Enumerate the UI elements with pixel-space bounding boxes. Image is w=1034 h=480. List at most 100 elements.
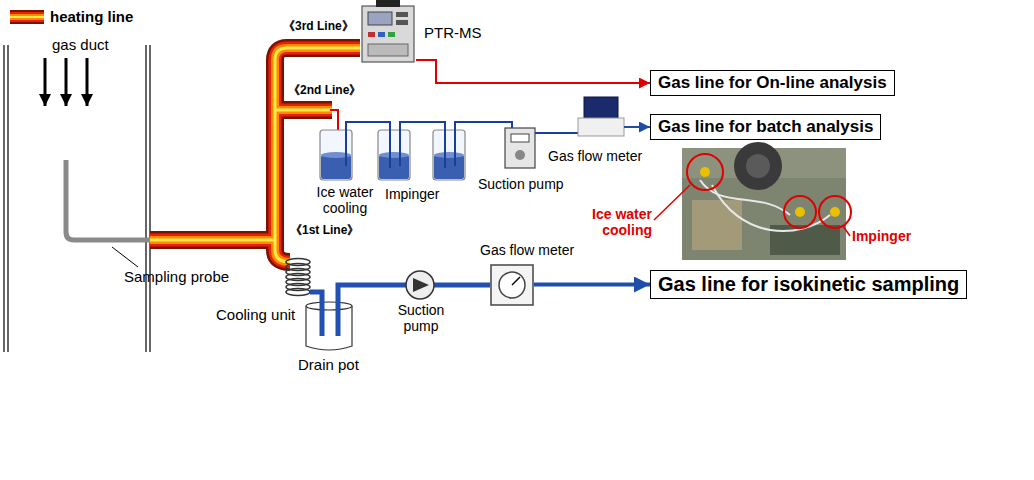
duct-wall: [4, 45, 150, 352]
flow-meter-icon-part: [578, 118, 624, 136]
sample-tube-part: [535, 132, 580, 134]
photo-part: [700, 167, 710, 177]
impinger-vessel: [320, 130, 465, 180]
photo-callout: Ice water cooling: [592, 206, 652, 238]
suction-pump-icon-part: [515, 150, 525, 160]
photo-part: [692, 200, 742, 250]
ptr-ms-instrument-part: [378, 32, 385, 37]
flow-arrow-part: [44, 58, 47, 106]
impinger-vessel-part: [379, 155, 409, 179]
heating-line-part: [150, 48, 360, 262]
ptr-ms-instrument-part: [388, 32, 395, 37]
output-box: Gas line for On-line analysis: [650, 70, 895, 96]
photo-part: [746, 154, 770, 178]
ptr-ms-instrument-part: [362, 6, 414, 62]
legend-text: heating line: [50, 8, 133, 25]
highlight-circle-part: [784, 196, 816, 228]
flow-meter-icon: Gas flow meter: [578, 96, 624, 138]
flow-arrow: [45, 58, 87, 106]
sampling-probe-part: [112, 247, 138, 267]
impinger-train: [320, 110, 580, 180]
impinger-vessel-part: [379, 152, 409, 158]
flow-meter-icon-part: [512, 277, 520, 285]
line-label: 《1st Line》: [290, 224, 359, 238]
photo-part: [795, 207, 805, 217]
photo-part: [712, 185, 830, 231]
heating-line: [150, 48, 360, 262]
flow-arrow-part: [86, 58, 89, 106]
line-label: 《2nd Line》: [288, 84, 361, 98]
box-label: Gas line for isokinetic sampling: [658, 273, 959, 296]
legend-line-sample-part: [10, 16, 44, 18]
output-box: Gas line for isokinetic sampling: [650, 270, 967, 299]
device-label: Gas flow meter: [548, 148, 642, 164]
suction-pump-icon-part: [406, 271, 434, 299]
photo-part: [734, 142, 782, 190]
sample-tube-part: [310, 292, 322, 336]
photo: [654, 142, 851, 260]
photo-part: [770, 225, 840, 255]
sampling-probe-part: [66, 160, 152, 240]
impinger-vessel-part: [378, 130, 410, 180]
flow-arrow: [416, 60, 650, 83]
box-label: Gas line for On-line analysis: [658, 73, 887, 93]
part-label: Sampling probe: [124, 268, 229, 285]
drain-pot-icon: [306, 302, 352, 350]
suction-pump-icon-part: [511, 134, 529, 142]
impinger-vessel-part: [434, 155, 464, 179]
legend-line-sample-part: [10, 10, 44, 24]
part-label: Ice water cooling: [312, 184, 378, 216]
sample-tube-part: [338, 285, 407, 336]
ptr-ms-instrument-part: [396, 12, 408, 17]
leader-line: [654, 185, 690, 220]
suction-pump-icon: [406, 271, 434, 299]
line-label: 《3rd Line》: [283, 20, 354, 34]
suction-pump-icon-part: [413, 278, 429, 292]
highlight-circle-part: [687, 154, 723, 190]
sample-tube-part: [400, 122, 445, 168]
output-box: Gas line for batch analysis: [650, 114, 881, 140]
device-label: Gas flow meter: [480, 242, 574, 258]
suction-pump-icon-part: [505, 128, 535, 168]
drain-pot-icon-part: [306, 302, 352, 310]
heating-line-part: [150, 48, 360, 262]
legend-line-sample-part: [10, 14, 44, 20]
flow-meter-icon-part: [491, 265, 533, 305]
highlight-circle-part: [819, 196, 851, 228]
duct-wall-part: [7, 45, 8, 352]
legend-item: heating line: [50, 8, 133, 25]
part-label: Suction pump: [392, 302, 450, 334]
part-label: Impinger: [385, 186, 439, 202]
sampling-probe: [66, 160, 152, 267]
flow-meter-icon: [578, 97, 624, 136]
part-label: Drain pot: [298, 356, 359, 373]
ptr-ms-instrument-part: [396, 20, 408, 25]
sample-tube: [310, 285, 490, 336]
sample-tube-part: [455, 122, 512, 166]
legend-line-sample-part: [10, 12, 44, 22]
instrument-icon: PTR-MS: [360, 2, 416, 64]
photo-callout: Impinger: [852, 228, 911, 244]
part-label: Suction pump: [478, 176, 564, 192]
photo-part: [700, 180, 790, 215]
photo-part: [830, 207, 840, 217]
sample-tube-part: [434, 283, 490, 288]
drain-pot-icon-part: [306, 306, 352, 350]
ptr-ms-instrument-part: [368, 44, 408, 56]
heating-line-part: [150, 48, 360, 262]
cooling-coil: [286, 259, 310, 296]
ptr-ms-instrument-part: [368, 12, 392, 25]
flow-meter-icon-part: [499, 272, 525, 298]
duct-wall-part: [145, 45, 146, 352]
device-label: PTR-MS: [424, 24, 482, 41]
flow-arrow: [534, 283, 650, 287]
part-label: Cooling unit: [216, 306, 295, 323]
duct-wall-part: [149, 45, 150, 352]
impinger-vessel-part: [433, 130, 465, 180]
cooling-coil-part: [286, 289, 310, 296]
region-label: gas duct: [52, 36, 109, 53]
ptr-ms-instrument-part: [368, 32, 375, 37]
flow-meter-icon-part: [584, 97, 618, 118]
